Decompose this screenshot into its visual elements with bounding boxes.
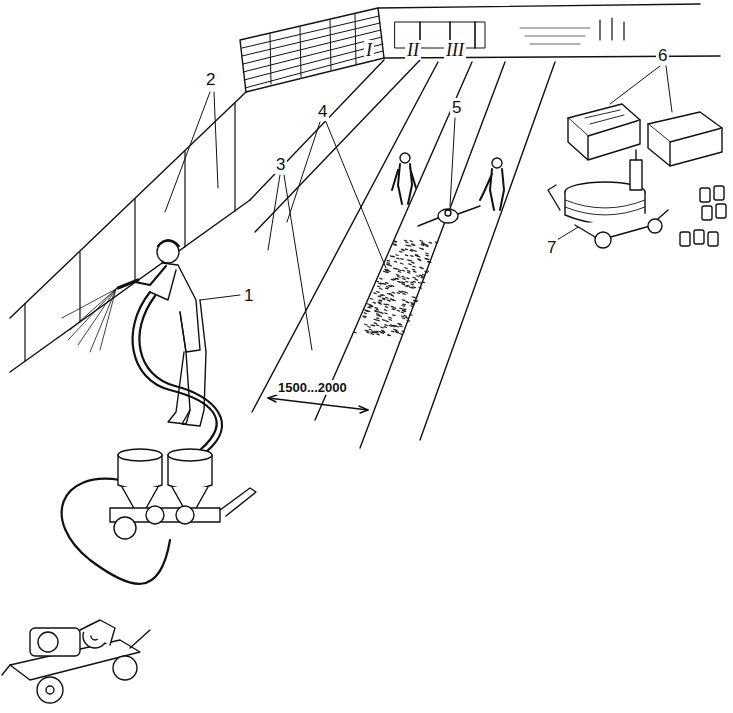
dimension-label: 1500...2000 (276, 380, 349, 395)
callout-number: 5 (450, 98, 463, 117)
mortar-pump (110, 449, 256, 539)
leader-lines (165, 66, 672, 350)
callout-number: 6 (656, 46, 669, 65)
strip-number: I (364, 40, 374, 60)
callout-number: 1 (242, 286, 255, 305)
callout-number: 7 (545, 238, 558, 257)
brick-wall (240, 8, 384, 92)
spray-jet (62, 289, 116, 352)
strip-number: III (444, 40, 466, 60)
callout-number: 2 (204, 70, 217, 89)
containers (680, 186, 726, 246)
material-boxes (568, 104, 722, 166)
callout-number: 3 (274, 155, 287, 174)
plastered-wall (10, 60, 384, 372)
trowelling-machine (418, 206, 480, 226)
air-compressor (2, 620, 150, 703)
hose-reel-cart (548, 150, 668, 248)
mortar-texture (354, 240, 438, 335)
callout-number: 4 (316, 102, 329, 121)
floor-strips (252, 60, 555, 448)
hose (62, 292, 222, 584)
back-workers (392, 153, 504, 210)
strip-number: II (405, 40, 421, 60)
dimension-line (268, 395, 368, 413)
